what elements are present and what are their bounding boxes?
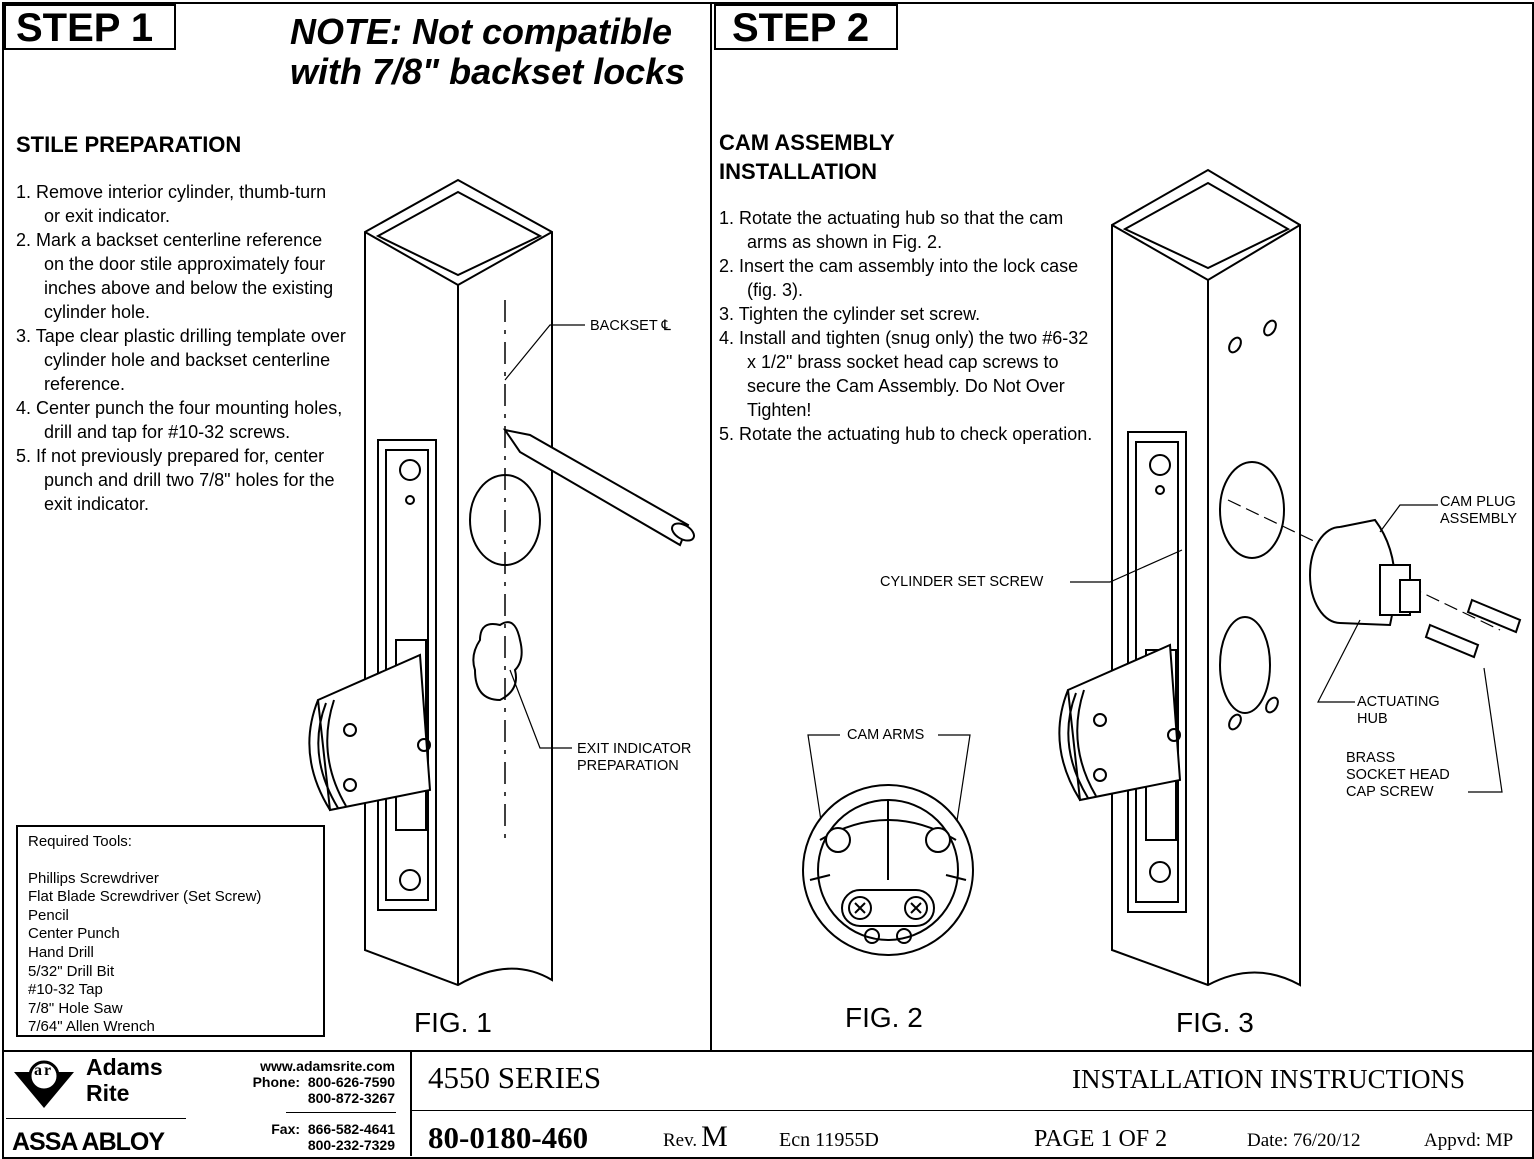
tool-item: Flat Blade Screwdriver (Set Screw)	[28, 888, 262, 906]
cam-arms-callout: CAM ARMS	[847, 727, 925, 743]
footer-hline-1	[412, 1110, 1532, 1111]
required-tools-box: Required Tools: Phillips Screwdriver Fla…	[16, 825, 325, 1037]
tool-item: Center Punch	[28, 925, 120, 943]
phone-label: Phone:	[252, 1074, 301, 1090]
screw-line-1: BRASS	[1346, 750, 1396, 766]
assa-abloy-logo: ASSA ABLOY	[12, 1128, 165, 1156]
rev-value: M	[701, 1120, 728, 1153]
fax-number-1: 866-582-4641	[307, 1121, 395, 1137]
fig1-stile-drawing	[308, 178, 695, 987]
instruction-4: 4. Center punch the four mounting holes,…	[16, 398, 343, 442]
instruction-3: 3. Tighten the cylinder set screw.	[719, 304, 981, 324]
logo-underline	[6, 1118, 186, 1119]
exit-indicator-callout: EXIT INDICATOR PREPARATION	[577, 741, 691, 775]
instruction-4: 4. Install and tighten (snug only) the t…	[719, 328, 1089, 420]
fig2-label: FIG. 2	[845, 1002, 923, 1033]
compatibility-note: NOTE: Not compatible with 7/8" backset l…	[290, 12, 710, 92]
contact-rule	[286, 1112, 396, 1113]
cam-plug-line-1: CAM PLUG	[1440, 494, 1516, 510]
instruction-5: 5. Rotate the actuating hub to check ope…	[719, 424, 1093, 444]
instruction-5: 5. If not previously prepared for, cente…	[16, 446, 335, 514]
note-line-2: with 7/8" backset locks	[290, 51, 686, 92]
cam-plug-callout: CAM PLUG ASSEMBLY	[1440, 494, 1517, 528]
fig3-label: FIG. 3	[1176, 1007, 1254, 1038]
fax-block: Fax: 866-582-4641 800-232-7329	[200, 1121, 395, 1153]
logo-letters: ar	[34, 1062, 54, 1079]
instruction-3: 3. Tape clear plastic drilling template …	[16, 326, 346, 394]
rev-label: Rev.	[663, 1130, 698, 1151]
phone-row-1: Phone: 800-626-7590	[200, 1074, 395, 1090]
heading-line-2: INSTALLATION	[719, 159, 878, 184]
series-title: 4550 SERIES	[428, 1060, 602, 1095]
page-indicator: PAGE 1 OF 2	[1034, 1126, 1168, 1152]
tool-item: Hand Drill	[28, 943, 94, 961]
heading-line-1: CAM ASSEMBLY	[719, 130, 895, 155]
step1-instructions: 1. Remove interior cylinder, thumb-turn …	[16, 180, 346, 516]
brand-name-line-2: Rite	[86, 1080, 130, 1106]
website-link[interactable]: www.adamsrite.com	[260, 1058, 395, 1074]
hub-line-1: ACTUATING	[1357, 694, 1440, 710]
backset-centerline-callout: BACKSET ℄	[590, 318, 671, 334]
document-type: INSTALLATION INSTRUCTIONS	[1072, 1064, 1466, 1094]
ar-diamond-icon	[14, 1060, 74, 1108]
brand-name-line-1: Adams	[86, 1054, 163, 1080]
exit-indicator-line-2: PREPARATION	[577, 758, 679, 774]
revision: Rev. M	[663, 1120, 728, 1154]
ecn-number: Ecn 11955D	[779, 1129, 879, 1151]
instruction-1: 1. Rotate the actuating hub so that the …	[719, 208, 1064, 252]
note-line-1: NOTE: Not compatible	[290, 11, 673, 52]
tool-item: #10-32 Tap	[28, 981, 103, 999]
panel-divider	[710, 2, 712, 1052]
approved-by: Appvd: MP	[1424, 1130, 1514, 1151]
phone-number-2: 800-872-3267	[307, 1090, 395, 1106]
cylinder-set-screw-callout: CYLINDER SET SCREW	[880, 574, 1044, 590]
exit-indicator-line-1: EXIT INDICATOR	[577, 741, 692, 757]
step2-badge: STEP 2	[714, 4, 898, 50]
cam-assembly-heading: CAM ASSEMBLY INSTALLATION	[719, 128, 895, 186]
phone-number-1: 800-626-7590	[307, 1074, 395, 1090]
tool-item: 7/64" Allen Wrench	[28, 1018, 155, 1036]
footer-divider	[2, 1050, 1532, 1052]
screw-line-2: SOCKET HEAD	[1346, 767, 1450, 783]
tool-item: 5/32" Drill Bit	[28, 962, 115, 980]
adams-rite-logo: ar Adams Rite	[12, 1054, 184, 1112]
fig3-install-drawing	[1058, 168, 1522, 987]
footer-vline-1	[410, 1052, 412, 1156]
instruction-2: 2. Insert the cam assembly into the lock…	[719, 256, 1079, 300]
screw-line-3: CAP SCREW	[1346, 784, 1434, 800]
fig2-cam-drawing	[802, 734, 974, 956]
fig1-label: FIG. 1	[414, 1007, 492, 1038]
step2-instructions: 1. Rotate the actuating hub so that the …	[719, 206, 1099, 446]
stile-preparation-heading: STILE PREPARATION	[16, 132, 242, 157]
contact-block: www.adamsrite.com Phone: 800-626-7590 80…	[200, 1058, 395, 1106]
tool-item: 7/8" Hole Saw	[28, 999, 123, 1017]
document-date: Date: 76/20/12	[1247, 1130, 1361, 1151]
instruction-2: 2. Mark a backset centerline reference o…	[16, 230, 334, 322]
fax-row-1: Fax: 866-582-4641	[200, 1121, 395, 1137]
fax-label: Fax:	[271, 1121, 301, 1137]
actuating-hub-callout: ACTUATING HUB	[1357, 694, 1440, 728]
tools-title: Required Tools:	[28, 833, 132, 850]
step1-badge: STEP 1	[4, 4, 176, 50]
brass-screw-callout: BRASS SOCKET HEAD CAP SCREW	[1346, 750, 1450, 801]
instruction-1: 1. Remove interior cylinder, thumb-turn …	[16, 182, 327, 226]
tool-item: Pencil	[28, 906, 69, 924]
part-number: 80-0180-460	[428, 1120, 589, 1155]
hub-line-2: HUB	[1357, 711, 1388, 727]
cam-plug-line-2: ASSEMBLY	[1440, 511, 1518, 527]
fax-number-2: 800-232-7329	[307, 1137, 395, 1153]
tool-item: Phillips Screwdriver	[28, 869, 159, 887]
